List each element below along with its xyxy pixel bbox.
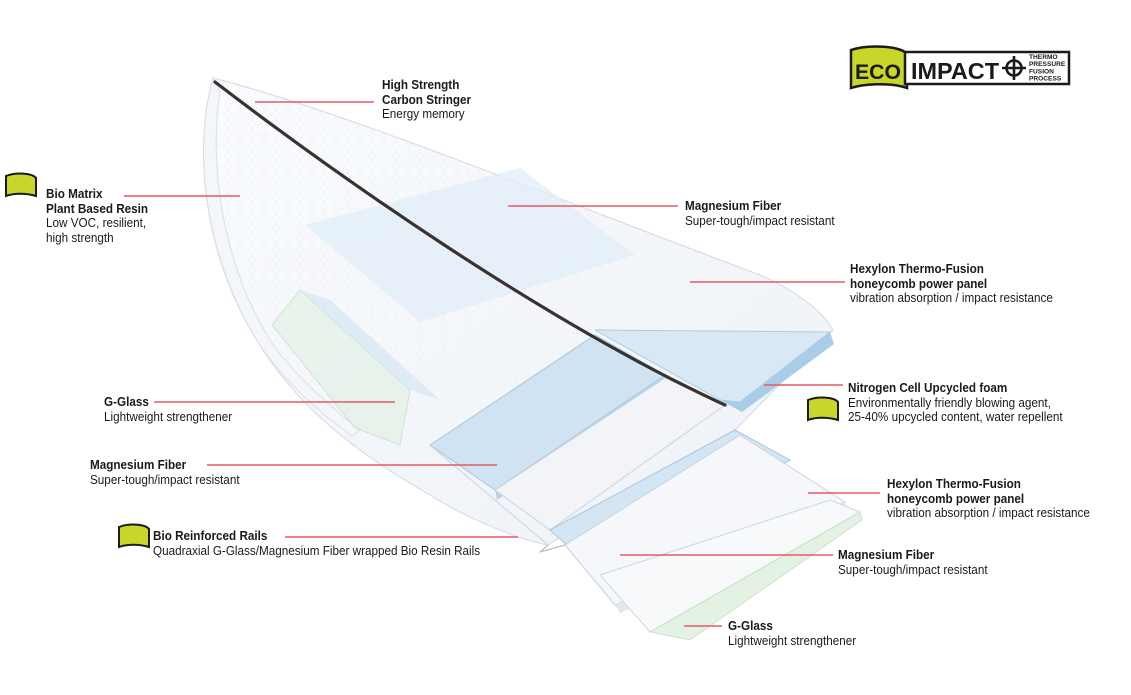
callout-description: vibration absorption / impact resistance [850,290,1053,306]
callout-title: G-Glass [104,394,149,409]
callout-title: High Strength [382,77,460,92]
g-glass-zone [271,289,411,446]
callout-title: Plant Based Resin [46,200,149,216]
logo-process-line: PRESSURE [1029,61,1066,68]
callout-description: vibration absorption / impact resistance [887,505,1090,521]
layer-glass-bottom [648,511,863,641]
callout-description: Super-tough/impact resistant [90,471,240,487]
callout-title: honeycomb power panel [887,490,1025,506]
callout-description: Energy memory [382,106,465,122]
logo-process-line: THERMO [1029,54,1058,61]
callout-title: Hexylon Thermo-Fusion [887,476,1021,491]
callout-title: honeycomb power panel [850,275,988,291]
callout-title: Nitrogen Cell Upcycled foam [848,380,1008,395]
callout-description: Environmentally friendly blowing agent, [848,394,1051,410]
callout-title: Carbon Stringer [382,91,472,107]
leader-lines [124,101,880,627]
callout-description: Super-tough/impact resistant [685,212,835,228]
callout-title: Bio Reinforced Rails [153,528,268,543]
callout-title: G-Glass [728,618,773,633]
logo-process-line: PROCESS [1029,76,1062,83]
logo-leaf-icon [849,45,909,90]
logo-process-line: FUSION [1029,68,1054,75]
logo-impact-text: IMPACT [911,58,999,84]
crosshair-icon [1002,56,1026,80]
callout-description: 25-40% upcycled content, water repellent [848,409,1063,425]
callout-description: Low VOC, resilient, [46,215,147,231]
callout-title: Magnesium Fiber [685,198,782,213]
board-rail [203,76,361,437]
callout-description: Lightweight strengthener [104,408,233,424]
carbon-stringer-line [213,80,727,407]
callout-title: Magnesium Fiber [838,547,935,562]
eco-leaf-icon [118,523,150,549]
callout-title: Hexylon Thermo-Fusion [850,261,984,276]
callout-title: Bio Matrix [46,186,103,201]
callout-description: high strength [46,229,114,245]
callout-description: Super-tough/impact resistant [838,561,988,577]
eco-leaf-icon [5,172,37,198]
logo-eco-text: ECO [855,61,901,84]
callout-description: Quadraxial G-Glass/Magnesium Fiber wrapp… [153,542,481,558]
callout-title: Magnesium Fiber [90,457,187,472]
eco-leaf-icon [807,396,839,422]
callout-description: Lightweight strengthener [728,632,857,648]
